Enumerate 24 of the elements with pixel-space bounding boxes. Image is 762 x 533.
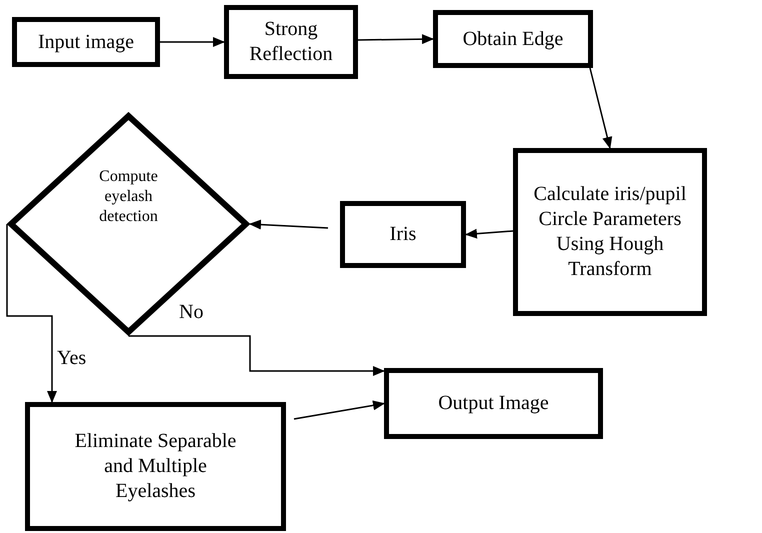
process-box (384, 368, 603, 439)
node-label: Eliminate Separable and Multiple Eyelashes (74, 429, 238, 504)
process-box (340, 201, 466, 268)
arrow (128, 335, 385, 376)
arrow (249, 220, 328, 230)
arrow (589, 68, 612, 149)
arrow (6, 224, 57, 403)
process-box (433, 10, 593, 68)
arrow (358, 34, 434, 44)
process-box (25, 402, 286, 531)
node-label: Calculate iris/pupil Circle Parameters Using Hough Transform (532, 182, 688, 282)
node-label: Strong Reflection (248, 17, 334, 67)
node-label: Iris (390, 222, 416, 247)
process-box (12, 17, 160, 67)
decision-diamond (7, 112, 250, 336)
node-label: Obtain Edge (462, 26, 564, 52)
arrow (465, 228, 514, 239)
process-box (513, 148, 707, 316)
node-label: Compute eyelash detection (98, 166, 159, 226)
arrow (160, 37, 225, 47)
arrow (294, 400, 385, 420)
node-label: Output Image (438, 391, 549, 416)
process-box (224, 5, 358, 79)
node-label: Input image (38, 30, 134, 54)
